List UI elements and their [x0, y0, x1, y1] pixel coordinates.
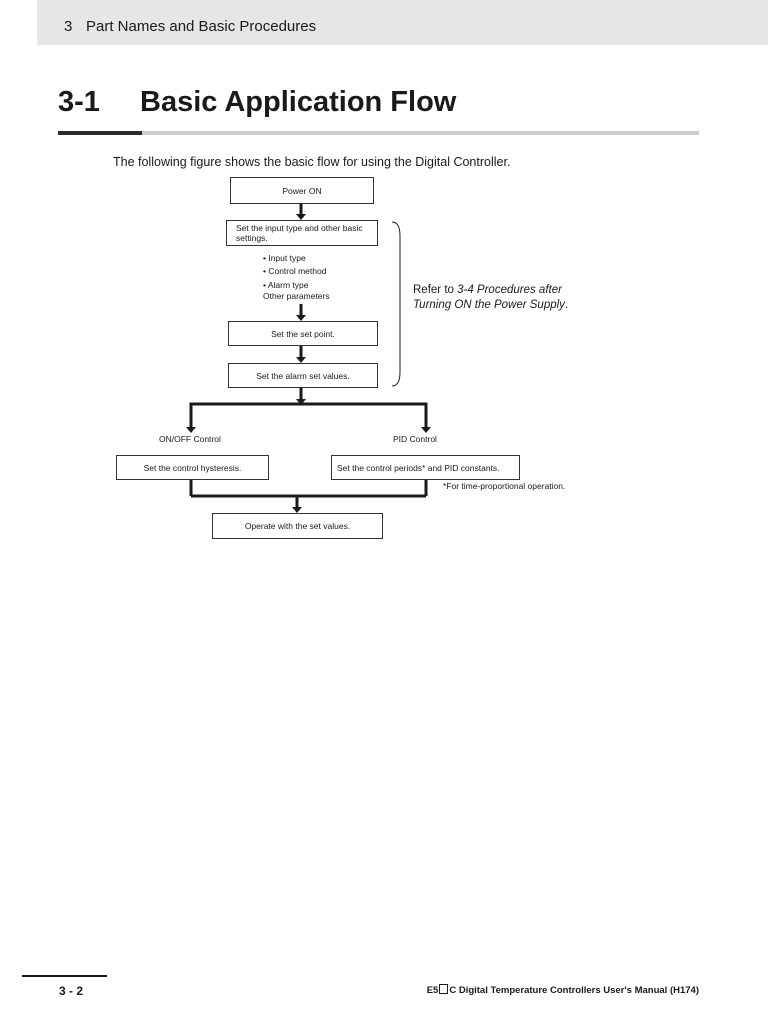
refer-link-line1[interactable]: 3-4 Procedures after [457, 284, 562, 296]
step-pid-periods: Set the control periods* and PID constan… [331, 455, 520, 480]
page-number: 3 - 2 [59, 984, 84, 998]
step-hysteresis: Set the control hysteresis. [116, 455, 269, 480]
title-rule [58, 131, 699, 135]
step-alarm-values-label: Set the alarm set values. [256, 370, 350, 381]
step-set-point-label: Set the set point. [271, 328, 335, 339]
param-other: Other parameters [263, 291, 330, 301]
step-alarm-values: Set the alarm set values. [228, 363, 378, 388]
manual-prefix: E5 [426, 985, 439, 996]
step-operate: Operate with the set values. [212, 513, 383, 539]
refer-link-line2[interactable]: Turning ON the Power Supply [413, 299, 565, 311]
step-basic-settings: Set the input type and other basic setti… [226, 220, 378, 246]
title-rule-accent [58, 131, 142, 135]
param-alarm-type: • Alarm type [263, 280, 309, 290]
step-power-on-label: Power ON [282, 185, 322, 196]
refer-prefix: Refer to [413, 284, 458, 296]
pid-control-label: PID Control [393, 434, 437, 444]
chapter-title: Part Names and Basic Procedures [86, 18, 317, 35]
step-set-point: Set the set point. [228, 321, 378, 346]
header-band [37, 0, 768, 45]
chapter-header: 3 Part Names and Basic Procedures [64, 18, 316, 35]
param-control-method: • Control method [263, 266, 327, 276]
step-basic-settings-label: Set the input type and other basic setti… [236, 223, 363, 243]
refer-suffix: . [564, 299, 569, 311]
section-title: Basic Application Flow [140, 86, 457, 118]
param-input-type: • Input type [263, 253, 306, 263]
footnote: *For time-proportional operation. [443, 481, 566, 491]
step-operate-label: Operate with the set values. [244, 521, 351, 531]
section-number: 3-1 [58, 86, 100, 118]
placeholder-box-icon [439, 984, 449, 994]
refer-brace [391, 221, 401, 387]
step-power-on: Power ON [230, 177, 374, 204]
refer-note: Refer to 3-4 Procedures after Turning ON… [413, 283, 568, 313]
branch-split [189, 402, 428, 428]
step-hysteresis-label: Set the control hysteresis. [143, 462, 242, 473]
manual-suffix: C Digital Temperature Controllers User's… [449, 985, 699, 996]
parameter-list: • Input type • Control method • Alarm ty… [263, 252, 330, 302]
chapter-number: 3 [64, 18, 73, 35]
footer-rule [22, 975, 107, 977]
step-pid-periods-label: Set the control periods* and PID constan… [337, 462, 500, 473]
onoff-control-label: ON/OFF Control [159, 434, 221, 444]
manual-title: E5 C Digital Temperature Controllers User… [427, 984, 699, 996]
intro-paragraph: The following figure shows the basic flo… [113, 155, 511, 169]
